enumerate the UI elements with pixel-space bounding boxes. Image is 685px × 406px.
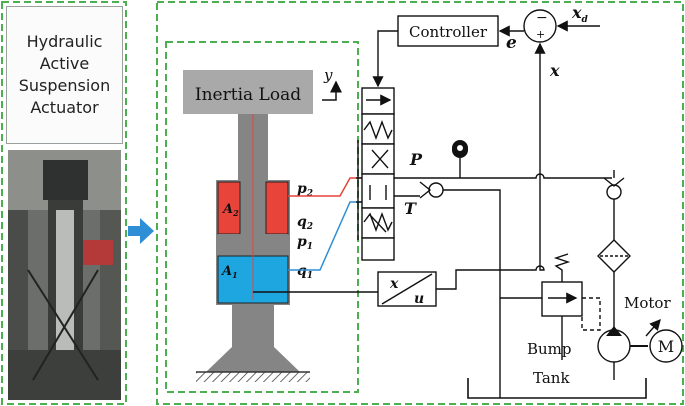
title-line-1: Hydraulic — [26, 32, 103, 51]
summing-junction — [523, 9, 557, 43]
tank-label: Tank — [533, 369, 570, 387]
p1-label: p1 — [297, 234, 313, 252]
chamber-a2-right — [265, 181, 289, 235]
inertia-load-label: Inertia Load — [195, 85, 301, 105]
tank — [467, 378, 647, 399]
pump — [597, 326, 648, 380]
sensor-x: x — [389, 276, 399, 292]
motor-symbol: M — [658, 337, 674, 356]
bump-label: Bump — [527, 340, 572, 358]
y-axis-arrow — [322, 80, 342, 101]
y-axis-label: y — [323, 66, 333, 84]
controller-to-valve — [372, 30, 398, 88]
p-label: P — [409, 150, 423, 169]
left-frame — [1, 1, 127, 405]
servo-valve — [361, 87, 395, 261]
p2-label: p2 — [297, 181, 313, 199]
ground-hatch — [196, 372, 310, 382]
piston-rod-bottom — [232, 305, 274, 347]
relief-valve — [500, 253, 601, 331]
sensor-u: u — [414, 291, 424, 307]
check-valve-return — [419, 181, 501, 330]
q2-label: q2 — [297, 214, 313, 232]
t-label: T — [404, 199, 417, 218]
pressure-line — [394, 173, 612, 179]
controller-block — [397, 15, 499, 47]
actuator-base — [206, 347, 300, 372]
right-frame — [156, 1, 684, 405]
x-feedback-label: x — [549, 61, 560, 80]
actuator-title-box: Hydraulic Active Suspension Actuator — [6, 6, 123, 144]
check-valve-supply — [603, 170, 625, 240]
motor-label: Motor — [624, 294, 671, 312]
title-line-3: Suspension — [18, 76, 111, 95]
title-line-4: Actuator — [30, 98, 99, 117]
sensor-to-feedback — [436, 180, 545, 290]
flow-arrow — [128, 218, 154, 244]
error-label: e — [506, 33, 517, 53]
xd-label: xd — [571, 3, 589, 25]
filter — [597, 239, 631, 330]
a1-label: A1 — [220, 264, 238, 280]
inertia-load — [183, 70, 313, 114]
accumulator — [452, 140, 468, 178]
title-line-2: Active — [39, 54, 90, 73]
sum-minus: − — [536, 10, 548, 26]
actuator-photo — [8, 150, 121, 400]
a2-label: A2 — [221, 202, 239, 218]
q1-label: q1 — [297, 263, 313, 281]
controller-label: Controller — [409, 23, 488, 41]
sum-plus: + — [536, 28, 545, 41]
motor: M — [645, 318, 683, 363]
